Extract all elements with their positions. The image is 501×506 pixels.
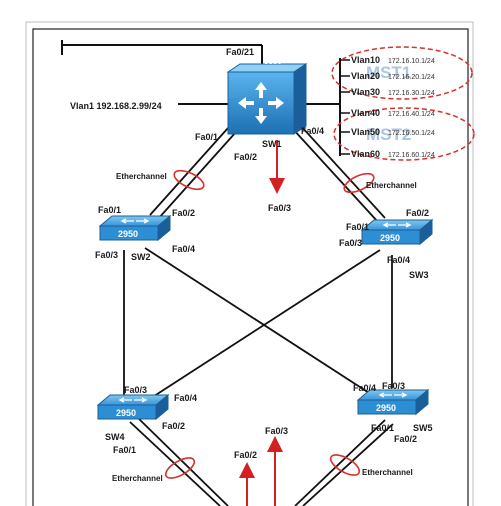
switch-arrows-icon [118,397,148,403]
switch-model-label: 2950 [376,403,396,413]
sw5-port-3: Fa0/3 [382,381,405,391]
sw1-uplink-port: Fa0/21 [226,47,254,57]
mst-ellipses [331,46,475,161]
sw3-port-1: Fa0/1 [346,222,369,232]
etherchannel-label-3: Etherchannel [112,474,163,483]
sw1-port-left: Fa0/1 [195,132,218,142]
outer-frame [25,21,474,506]
mst2-label: MST2 [366,125,411,144]
vlan-ticks [340,59,350,155]
sw5-port-4: Fa0/4 [353,383,376,393]
etherchannel-ellipses [164,169,375,479]
sw2-port-1: Fa0/1 [98,205,121,215]
sw3-name: SW3 [409,270,429,280]
etherchannel-label-4: Etherchannel [362,468,413,477]
vlan-ip-5: 172.16.60.1/24 [388,152,435,159]
vlan-name-1: Vlan20 [351,71,380,81]
trunk-links [123,124,394,506]
switch-sw4[interactable]: 2950 [96,393,170,421]
sw2-port-4: Fa0/4 [172,244,195,254]
sw5-port-1: Fa0/1 [371,423,394,433]
switch-arrows-icon [382,222,412,228]
switch-model-label: 2950 [118,229,138,239]
sw3-port-2: Fa0/2 [406,208,429,218]
sw1-name: SW1 [262,139,282,149]
sw3-port-4: Fa0/4 [387,255,410,265]
bottom-port-left: Fa0/2 [234,450,257,460]
switch-model-label: 2950 [116,408,136,418]
switch-arrows-icon [120,218,150,224]
sw1-model-label: 3550 [264,57,282,66]
red-arrows [239,140,285,506]
sw2-name: SW2 [131,252,151,262]
vlan-name-3: Vlan40 [351,108,380,118]
bottom-port-right: Fa0/3 [265,426,288,436]
vlan-ip-2: 172.16.30.1/24 [388,90,435,97]
sw2-port-3: Fa0/3 [95,250,118,260]
router-arrows-icon [238,82,284,124]
vlan-list: Vlan10 172.16.10.1/24 Vlan20 172.16.20.1… [351,55,435,159]
vlan-name-0: Vlan10 [351,55,380,65]
etherchannel-label-1: Etherchannel [116,172,167,181]
vlan-name-2: Vlan30 [351,87,380,97]
switch-sw1-3550[interactable] [226,63,308,135]
sw4-name: SW4 [105,432,125,442]
sw4-port-3: Fa0/3 [124,385,147,395]
switch-sw2[interactable]: 2950 [98,214,172,242]
vlan-ip-0: 172.16.10.1/24 [388,58,435,65]
sw1-port-right: Fa0/4 [301,126,324,136]
switch-model-label: 2950 [380,233,400,243]
sw4-port-1: Fa0/1 [113,445,136,455]
switch-sw5[interactable]: 2950 [356,388,430,416]
sw5-port-2: Fa0/2 [394,434,417,444]
vlan-name-4: Vlan50 [351,127,380,137]
sw4-port-4: Fa0/4 [174,393,197,403]
mst1-label: MST1 [366,63,411,82]
switch-sw3[interactable]: 2950 [360,218,434,246]
etherchannel-label-2: Etherchannel [366,181,417,190]
sw5-name: SW5 [413,423,433,433]
sw1-port-left2: Fa0/2 [234,152,257,162]
vlan-ip-3: 172.16.40.1/24 [388,111,435,118]
sw4-port-2: Fa0/2 [162,421,185,431]
sw3-port-3: Fa0/3 [339,238,362,248]
switch-arrows-icon [378,392,408,398]
sw2-port-2: Fa0/2 [172,208,195,218]
vlan-ip-1: 172.16.20.1/24 [388,74,435,81]
vlan-ip-4: 172.16.50.1/24 [388,130,435,137]
vlan-name-5: Vlan60 [351,149,380,159]
sw1-mgmt-label: Vlan1 192.168.2.99/24 [70,101,162,111]
sw1-port-down: Fa0/3 [268,203,291,213]
